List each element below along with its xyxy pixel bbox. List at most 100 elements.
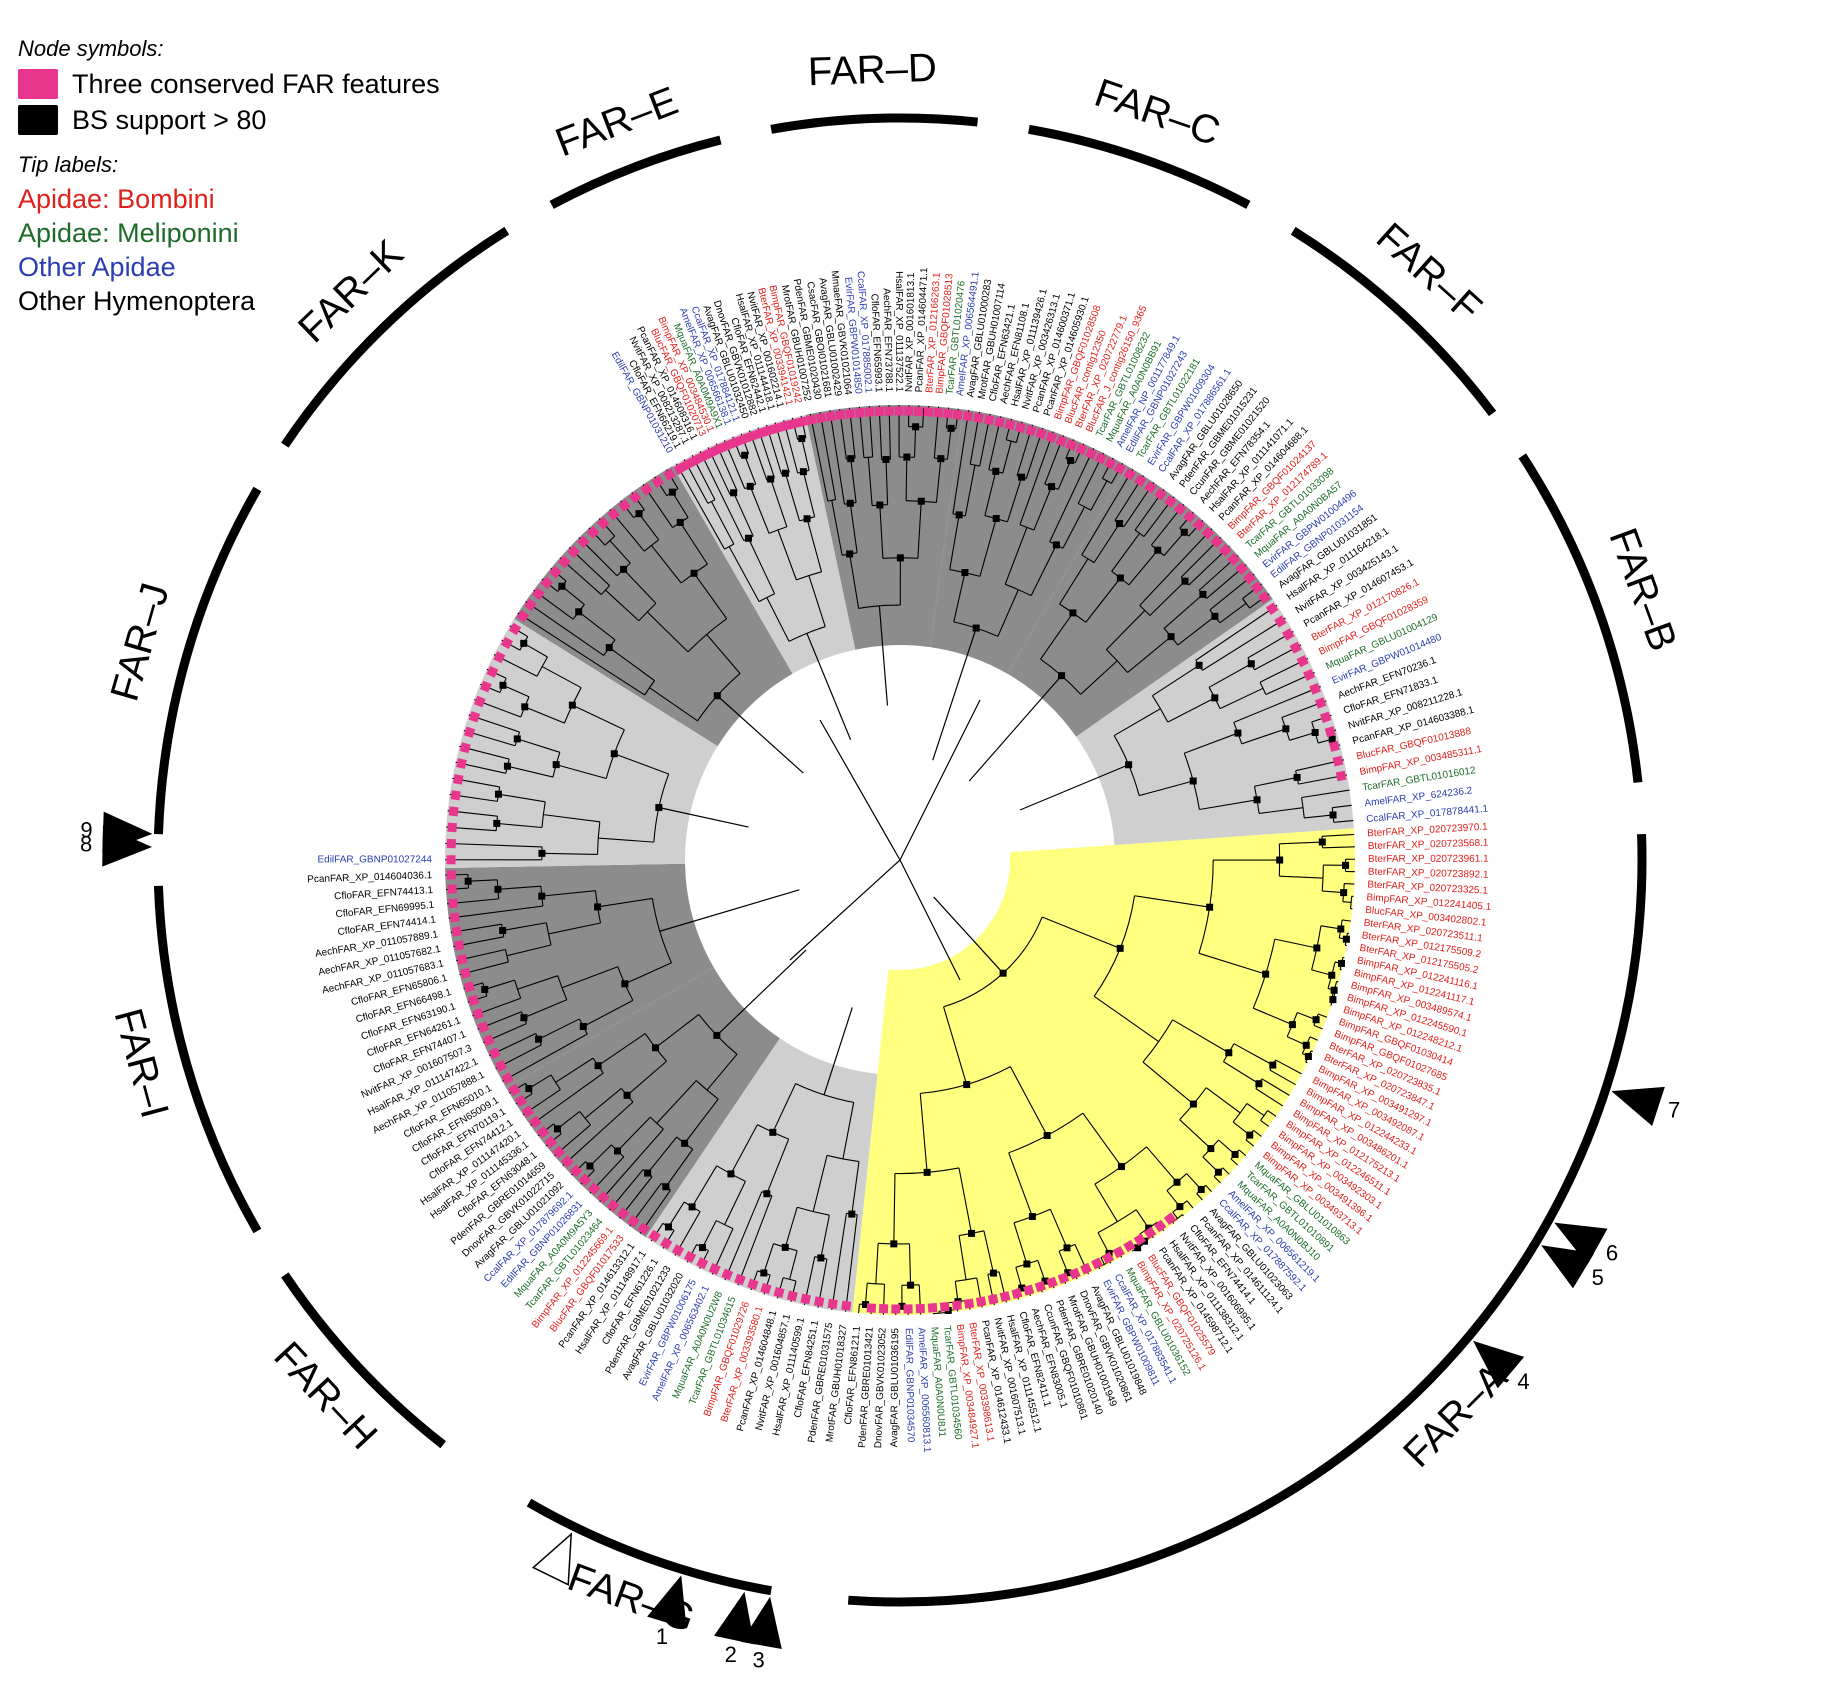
branch: [1134, 895, 1210, 908]
feature-marker: [1192, 518, 1206, 532]
branch: [979, 518, 997, 577]
branch: [699, 451, 745, 541]
feature-marker: [472, 1008, 484, 1020]
bootstrap-node: [1116, 944, 1124, 952]
branch: [819, 411, 837, 500]
bootstrap-node: [890, 1240, 898, 1248]
branch-arc: [1321, 865, 1324, 892]
branch: [548, 922, 601, 935]
branch: [1344, 882, 1355, 885]
bootstrap-node: [1269, 1061, 1277, 1069]
feature-marker: [1023, 1284, 1035, 1296]
bootstrap-node: [1247, 660, 1255, 668]
branch: [1019, 431, 1054, 525]
bootstrap-node: [1063, 1244, 1071, 1252]
branch: [1196, 1193, 1203, 1201]
tip-label: AvagFAR_GBLU01036195: [889, 1328, 901, 1448]
feature-marker: [640, 483, 653, 496]
feature-marker: [747, 1278, 759, 1290]
branch-arc: [716, 1220, 734, 1230]
feature-marker: [1201, 526, 1215, 540]
branch: [766, 597, 790, 642]
branch: [1222, 1167, 1230, 1175]
feature-marker: [729, 436, 741, 449]
bootstrap-node: [1329, 996, 1337, 1004]
feature-marker: [1113, 462, 1126, 475]
bootstrap-node: [1173, 1178, 1181, 1186]
bootstrap-node: [767, 475, 775, 483]
branch: [623, 568, 657, 604]
branch: [1205, 1087, 1241, 1114]
branch: [1195, 604, 1278, 661]
position-marker-triangle: [741, 1596, 782, 1649]
clade-label-far-i: FAR–I: [106, 1004, 177, 1123]
feature-marker: [1075, 443, 1088, 456]
feature-marker: [1289, 641, 1302, 654]
feature-marker: [734, 1273, 746, 1286]
bootstrap-node: [1052, 541, 1060, 549]
branch: [484, 979, 515, 990]
branch: [1275, 1059, 1302, 1075]
branch-arc: [604, 535, 616, 546]
bootstrap-node: [741, 451, 749, 459]
branch: [1041, 916, 1121, 949]
feature-marker: [680, 458, 694, 471]
wedge-far-b: [1076, 599, 1354, 846]
branch-stem: [968, 675, 1063, 782]
feature-marker: [1164, 495, 1177, 508]
feature-marker: [841, 1300, 852, 1311]
ring-arc-far-g: [526, 1498, 772, 1596]
feature-marker: [663, 468, 676, 481]
wedge-far-g: [645, 1038, 878, 1313]
feature-marker: [1134, 474, 1147, 487]
branch: [578, 611, 616, 641]
branch: [953, 572, 966, 623]
feature-marker: [453, 940, 465, 951]
branch-arc: [796, 1206, 830, 1216]
feature-marker: [494, 1059, 508, 1072]
branch-arc: [970, 463, 980, 467]
feature-marker: [962, 411, 973, 422]
feature-marker: [1332, 755, 1344, 767]
clade-label-far-c: FAR–C: [1089, 71, 1225, 155]
feature-marker: [983, 414, 995, 426]
position-marker-triangle: [714, 1591, 755, 1645]
branch: [1313, 1024, 1323, 1030]
bootstrap-node: [503, 762, 511, 770]
bootstrap-node: [1197, 1185, 1205, 1193]
branch: [885, 459, 889, 505]
clade-label-far-k: FAR–K: [290, 231, 412, 351]
branch: [691, 1165, 718, 1208]
bootstrap-node: [664, 1223, 672, 1231]
bootstrap-node: [992, 467, 1000, 475]
bootstrap-nodes: [464, 408, 1350, 1314]
feature-marker: [1133, 1233, 1147, 1246]
feature-marker: [544, 1135, 558, 1149]
tip-label-other-hymenoptera: Other Hymenoptera: [18, 286, 256, 316]
branch: [445, 842, 543, 848]
legend-label-bootstrap: BS support > 80: [72, 104, 267, 135]
marker-label-2: 2: [725, 1642, 737, 1667]
branch: [1111, 532, 1141, 572]
branch: [614, 753, 669, 775]
feature-marker: [1085, 447, 1098, 460]
bootstrap-node: [1288, 1021, 1296, 1029]
branch: [1241, 728, 1287, 745]
branch: [1219, 602, 1247, 624]
feature-marker: [560, 1155, 574, 1168]
feature-marker: [479, 680, 492, 693]
tip-label: PcanFAR_XP_014604471.1: [914, 267, 930, 393]
feature-marker: [864, 407, 875, 417]
feature-marker: [450, 790, 461, 801]
branch: [1246, 1103, 1265, 1116]
feature-marker: [1274, 615, 1287, 628]
branch: [724, 1191, 763, 1281]
bootstrap-node: [744, 534, 752, 542]
branch-arc: [1139, 605, 1151, 616]
bootstrap-node: [1276, 856, 1284, 864]
branch: [525, 601, 604, 656]
tip-label: BterFAR_XP_020723961.1: [1368, 854, 1489, 865]
bootstrap-node: [1338, 959, 1346, 967]
branch-stem: [823, 1007, 853, 1095]
